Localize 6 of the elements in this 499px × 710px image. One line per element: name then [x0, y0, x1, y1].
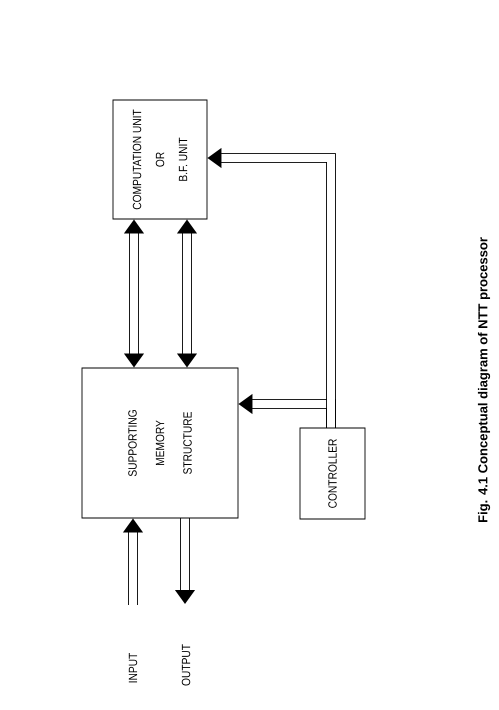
- process-box: SUPPORTING MEMORY STRUCTURE: [82, 368, 238, 518]
- process-box: CONTROLLER: [300, 428, 366, 520]
- signal-label: INPUT: [128, 652, 138, 682]
- signal-label: OUTPUT: [182, 644, 190, 686]
- figure-caption: Fig. 4.1 Conceptual diagram of NTT processor: [478, 237, 490, 522]
- process-box: COMPUTATION UNIT OR B.F. UNIT: [112, 100, 208, 220]
